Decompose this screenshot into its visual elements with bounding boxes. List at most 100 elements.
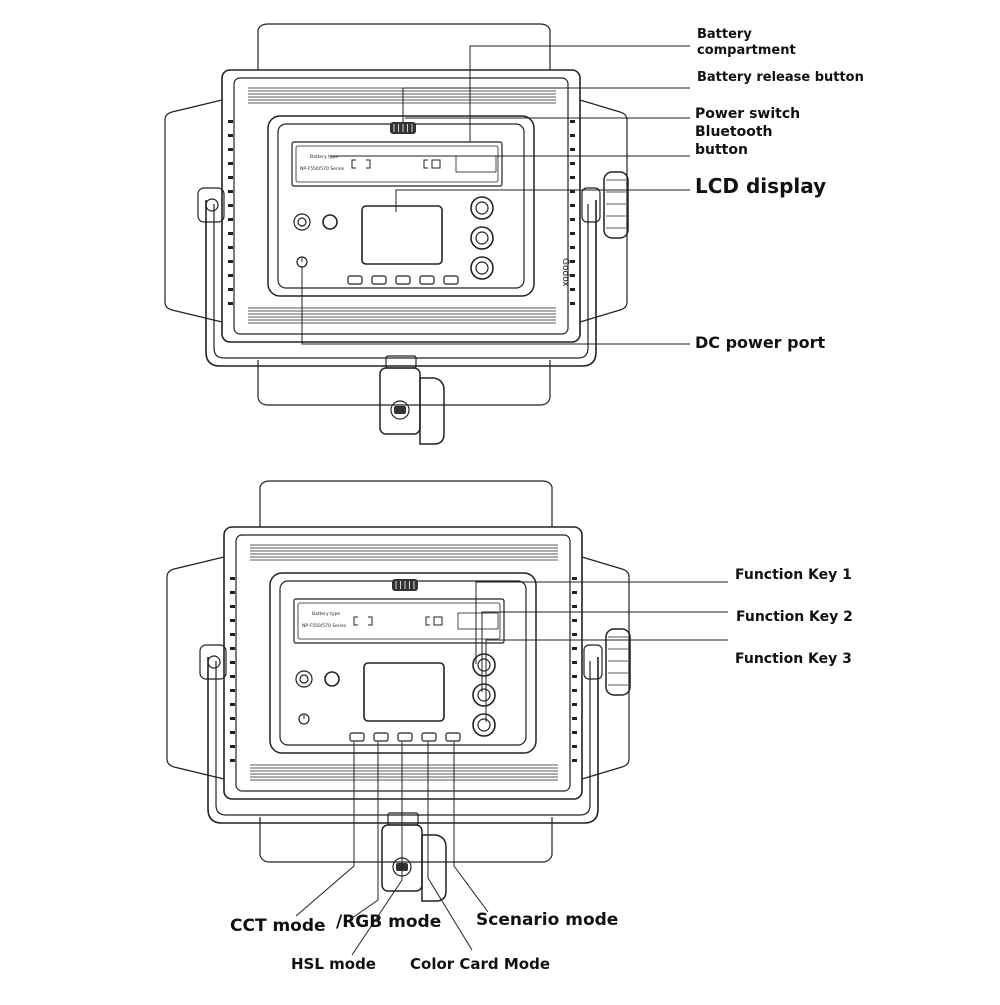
vent-slot-left	[228, 120, 233, 123]
vent-slot-left	[228, 134, 233, 137]
battery-contact-3	[425, 616, 430, 626]
vent-slot-left	[230, 605, 235, 608]
vent-slot-right	[572, 703, 577, 706]
mode-button	[349, 732, 365, 742]
battery-contact-4	[431, 159, 441, 169]
battery-plate-text-2: NP-F550/570 Series	[302, 623, 347, 629]
yoke-inner	[215, 661, 591, 816]
panel-outer-frame	[221, 69, 581, 343]
power-switch	[295, 670, 313, 688]
control-plate-outer	[269, 572, 537, 754]
battery-label-plate	[455, 155, 497, 173]
leader-color-card	[427, 742, 473, 951]
label-dc-power-port: DC power port	[695, 333, 826, 352]
vent-slot-right	[570, 246, 575, 249]
function-knob-inner	[475, 231, 489, 245]
top-leader-lines	[301, 45, 690, 345]
stand-mount-hole	[390, 400, 410, 420]
leader-cct	[295, 742, 355, 917]
lcd-display	[361, 205, 443, 265]
power-switch-center	[297, 217, 307, 227]
label-lcd-display: LCD display	[695, 174, 827, 198]
battery-contact-1	[353, 616, 358, 626]
bluetooth-button	[322, 214, 338, 230]
label-scenario-mode: Scenario mode	[476, 910, 619, 930]
stand-mount-hole-fill	[394, 406, 406, 414]
mode-button	[421, 732, 437, 742]
vent-slot-left	[230, 591, 235, 594]
label-color-card-mode: Color Card Mode	[410, 955, 551, 973]
vent-slot-left	[230, 759, 235, 762]
label-function-key-1: Function Key 1	[735, 567, 852, 583]
battery-contact-4	[433, 616, 443, 626]
barn-door-left	[166, 556, 225, 780]
battery-contact-3	[423, 159, 428, 169]
vent-slot-left	[230, 703, 235, 706]
mode-button	[347, 275, 363, 285]
vent-slot-right	[570, 148, 575, 151]
leader-lcd	[395, 189, 690, 212]
side-mount-right	[581, 187, 601, 223]
leader-function-key-1	[475, 581, 728, 664]
side-mount-left-bolt	[207, 655, 221, 669]
vent-slot-left	[230, 661, 235, 664]
barn-door-left	[164, 99, 223, 323]
panel-outer-frame	[223, 526, 583, 800]
leader-battery-release	[402, 87, 690, 122]
label-function-key-2: Function Key 2	[736, 609, 853, 625]
label-function-key-3: Function Key 3	[735, 651, 852, 667]
battery-compartment	[291, 141, 503, 187]
vent-slot-right	[572, 591, 577, 594]
mode-button	[397, 732, 413, 742]
barn-door-bottom	[257, 360, 551, 406]
leader-function-key-3	[485, 639, 728, 722]
vent-slot-right	[572, 689, 577, 692]
barn-door-right	[579, 99, 628, 323]
function-knob-inner	[477, 718, 491, 732]
vent-slot-right	[570, 232, 575, 235]
side-mount-left	[199, 644, 227, 680]
label-battery-compartment-line-1: Battery	[697, 27, 752, 42]
yoke-outer	[207, 657, 599, 824]
vent-slot-right	[570, 190, 575, 193]
battery-compartment	[293, 598, 505, 644]
vent-slot-left	[228, 190, 233, 193]
stand-lock-handle	[419, 377, 445, 445]
mode-button	[443, 275, 459, 285]
function-knob-outer	[470, 256, 494, 280]
leader-dc-port	[301, 266, 690, 345]
label-battery-release-button: Battery release button	[697, 70, 864, 85]
vent-slot-right	[572, 647, 577, 650]
leader-rgb	[344, 742, 379, 924]
function-knob-inner	[475, 201, 489, 215]
vent-slot-right	[570, 218, 575, 221]
function-knob-inner	[477, 658, 491, 672]
vent-slot-left	[228, 302, 233, 305]
vent-slot-right	[572, 717, 577, 720]
mode-button	[371, 275, 387, 285]
side-mount-right	[583, 644, 603, 680]
vent-slot-left	[228, 204, 233, 207]
vent-slot-right	[570, 302, 575, 305]
label-bluetooth-button: Bluetooth button	[695, 124, 773, 159]
label-bluetooth-button-line-2: button	[695, 141, 748, 158]
leader-function-key-2	[481, 611, 728, 692]
vent-slot-right	[570, 176, 575, 179]
bottom-leader-lines	[295, 581, 728, 956]
tilt-lock-knob	[605, 628, 631, 696]
vent-slot-right	[572, 731, 577, 734]
battery-plate-text-1: Battery type	[312, 611, 340, 617]
barn-door-right	[581, 556, 630, 780]
barn-door-top	[259, 480, 553, 527]
bluetooth-button	[324, 671, 340, 687]
vent-slot-left	[228, 274, 233, 277]
vent-slot-right	[572, 633, 577, 636]
vent-slot-left	[230, 689, 235, 692]
vent-slot-right	[572, 605, 577, 608]
barn-door-top	[257, 23, 551, 70]
label-battery-compartment: Battery compartment	[697, 27, 796, 60]
vent-slot-left	[230, 745, 235, 748]
